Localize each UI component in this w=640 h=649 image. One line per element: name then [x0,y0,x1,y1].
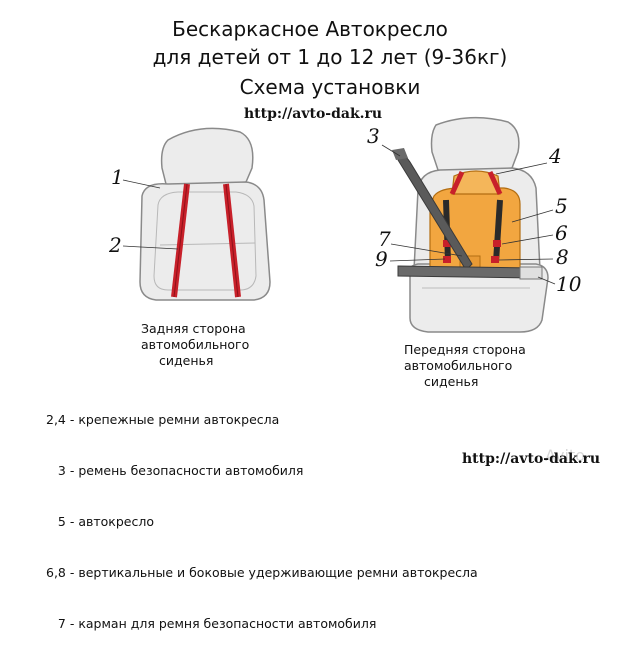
front-caption-line: Передняя сторона [404,342,526,357]
website-url-bottom: http://avto-dak.ru [462,451,601,467]
legend-item: 6,8 - вертикальные и боковые удерживающи… [46,565,478,580]
diagram-title-line1: Бескаркасное Автокресло [172,17,448,41]
marker-2: 2 [108,233,122,257]
marker-1: 1 [111,165,124,189]
front-caption: Передняя сторона автомобильного сиденья [404,342,526,390]
rear-caption-line: Задняя сторона [141,321,246,336]
marker-6: 6 [555,221,568,245]
front-caption-line: сиденья [424,374,479,389]
diagram-title-line3: Схема установки [239,75,421,99]
website-url-top: http://avto-dak.ru [244,106,383,122]
marker-10: 10 [556,272,582,296]
rear-seat-illustration [122,127,271,301]
rear-caption: Задняя сторона автомобильного сиденья [141,321,249,369]
legend-item: 5 - автокресло [46,514,154,529]
marker-5: 5 [555,194,568,218]
marker-8: 8 [556,245,569,269]
installation-diagram: 1 2 3 4 5 6 7 9 8 10 [108,116,582,333]
marker-7: 7 [378,227,391,251]
avito-watermark: Avito [545,446,585,465]
rear-caption-line: сиденья [159,353,214,368]
legend-item: 7 - карман для ремня безопасности автомо… [46,616,377,631]
rear-caption-line: автомобильного [141,337,250,352]
legend: 2,4 - крепежные ремни автокресла 3 - рем… [46,377,478,649]
marker-3: 3 [367,124,380,148]
marker-9: 9 [375,247,388,271]
legend-item: 2,4 - крепежные ремни автокресла [46,412,280,427]
legend-item: 3 - ремень безопасности автомобиля [46,463,304,478]
diagram-title-line2: для детей от 1 до 12 лет (9-36кг) [152,45,508,69]
front-caption-line: автомобильного [404,358,513,373]
marker-4: 4 [548,144,562,168]
front-seat-illustration [381,116,556,333]
